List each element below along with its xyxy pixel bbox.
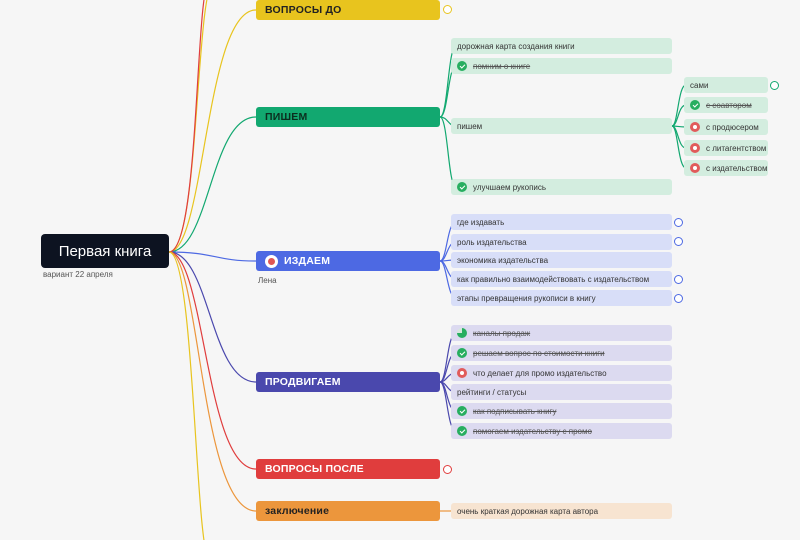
- note-icon[interactable]: [443, 5, 452, 14]
- note-icon[interactable]: [674, 218, 683, 227]
- check-icon: [690, 100, 700, 110]
- leaf-publish-stages[interactable]: этапы превращения рукописи в книгу: [451, 290, 672, 306]
- note-icon[interactable]: [674, 275, 683, 284]
- leaf-text: решаем вопрос по стоимости книги: [473, 348, 605, 358]
- branch-before-label: ВОПРОСЫ ДО: [265, 4, 342, 16]
- check-icon: [457, 348, 467, 358]
- leaf-text: экономика издательства: [457, 255, 549, 265]
- leaf-publish-role[interactable]: роль издательства: [451, 234, 672, 250]
- person-icon: [690, 122, 700, 132]
- leaf-text: рейтинги / статусы: [457, 387, 527, 397]
- connector-root-promote: [168, 251, 257, 383]
- leaf-text: помним о книге: [473, 61, 531, 71]
- leaf-promote-price[interactable]: решаем вопрос по стоимости книги: [451, 345, 672, 361]
- note-icon[interactable]: [674, 294, 683, 303]
- leaf-write-producer[interactable]: с продюсером: [684, 119, 768, 135]
- leaf-text: где издавать: [457, 217, 505, 227]
- leaf-write-agency[interactable]: с литагентством: [684, 140, 768, 156]
- leaf-conclusion-roadmap[interactable]: очень краткая дорожная карта автора: [451, 503, 672, 519]
- branch-conclusion[interactable]: заключение: [256, 501, 440, 521]
- leaf-text: с литагентством: [706, 143, 767, 153]
- note-icon[interactable]: [674, 237, 683, 246]
- leaf-promote-help[interactable]: помогаем издательству с промо: [451, 423, 672, 439]
- connector-root-after-ext: [168, 0, 205, 253]
- leaf-publish-economy[interactable]: экономика издательства: [451, 252, 672, 268]
- leaf-promote-publisher[interactable]: что делает для промо издательство: [451, 365, 672, 381]
- branch-publish[interactable]: ИЗДАЕМ: [256, 251, 440, 271]
- branch-publish-owner: Лена: [258, 276, 277, 285]
- connector-root-write: [168, 116, 257, 253]
- leaf-text: очень краткая дорожная карта автора: [457, 506, 599, 516]
- connector-root-before: [168, 9, 257, 253]
- branch-conclusion-label: заключение: [265, 505, 330, 517]
- leaf-write-coauthor[interactable]: с соавтором: [684, 97, 768, 113]
- leaf-text: с соавтором: [706, 100, 752, 110]
- connector-root-tail: [168, 251, 205, 540]
- leaf-publish-where[interactable]: где издавать: [451, 214, 672, 230]
- leaf-write-roadmap[interactable]: дорожная карта создания книги: [451, 38, 672, 54]
- leaf-text: что делает для промо издательство: [473, 368, 607, 378]
- leaf-text: как подписывать книгу: [473, 406, 557, 416]
- leaf-write-self[interactable]: сами: [684, 77, 768, 93]
- branch-publish-label: ИЗДАЕМ: [284, 255, 331, 267]
- person-icon: [457, 368, 467, 378]
- leaf-write-improve[interactable]: улучшаем рукопись: [451, 179, 672, 195]
- leaf-text: пишем: [457, 121, 483, 131]
- leaf-write-publisher[interactable]: с издательством: [684, 160, 768, 176]
- branch-after-label: ВОПРОСЫ ПОСЛЕ: [265, 463, 364, 475]
- connector-root-conclusion: [168, 251, 257, 512]
- leaf-promote-channels[interactable]: каналы продаж: [451, 325, 672, 341]
- check-icon: [457, 426, 467, 436]
- root-title: Первая книга: [58, 242, 152, 260]
- connector-root-publish: [168, 251, 257, 262]
- person-icon: [690, 163, 700, 173]
- root-subtitle: вариант 22 апреля: [43, 270, 113, 279]
- branch-before[interactable]: ВОПРОСЫ ДО: [256, 0, 440, 20]
- leaf-text: каналы продаж: [473, 328, 531, 338]
- leaf-promote-ratings[interactable]: рейтинги / статусы: [451, 384, 672, 400]
- leaf-text: с продюсером: [706, 122, 759, 132]
- branch-promote[interactable]: ПРОДВИГАЕМ: [256, 372, 440, 392]
- person-icon: [265, 254, 278, 268]
- note-icon[interactable]: [443, 465, 452, 474]
- leaf-text: улучшаем рукопись: [473, 182, 547, 192]
- leaf-text: с издательством: [706, 163, 768, 173]
- branch-promote-label: ПРОДВИГАЕМ: [265, 376, 341, 388]
- connector-root-after: [168, 251, 257, 470]
- check-icon: [457, 406, 467, 416]
- branch-write-label: ПИШЕМ: [265, 111, 308, 123]
- leaf-write-remember[interactable]: помним о книге: [451, 58, 672, 74]
- branch-after[interactable]: ВОПРОСЫ ПОСЛЕ: [256, 459, 440, 479]
- note-icon[interactable]: [770, 81, 779, 90]
- leaf-write-writing[interactable]: пишем: [451, 118, 672, 134]
- leaf-text: этапы превращения рукописи в книгу: [457, 293, 596, 303]
- leaf-publish-interact[interactable]: как правильно взаимодействовать с издате…: [451, 271, 672, 287]
- leaf-text: как правильно взаимодействовать с издате…: [457, 274, 650, 284]
- branch-write[interactable]: ПИШЕМ: [256, 107, 440, 127]
- leaf-text: сами: [690, 80, 709, 90]
- leaf-text: дорожная карта создания книги: [457, 41, 575, 51]
- leaf-text: помогаем издательству с промо: [473, 426, 592, 436]
- check-icon: [457, 182, 467, 192]
- progress-icon: [457, 328, 467, 338]
- root-node[interactable]: Первая книга: [41, 234, 169, 268]
- leaf-promote-sign[interactable]: как подписывать книгу: [451, 403, 672, 419]
- person-icon: [690, 143, 700, 153]
- leaf-text: роль издательства: [457, 237, 527, 247]
- check-icon: [457, 61, 467, 71]
